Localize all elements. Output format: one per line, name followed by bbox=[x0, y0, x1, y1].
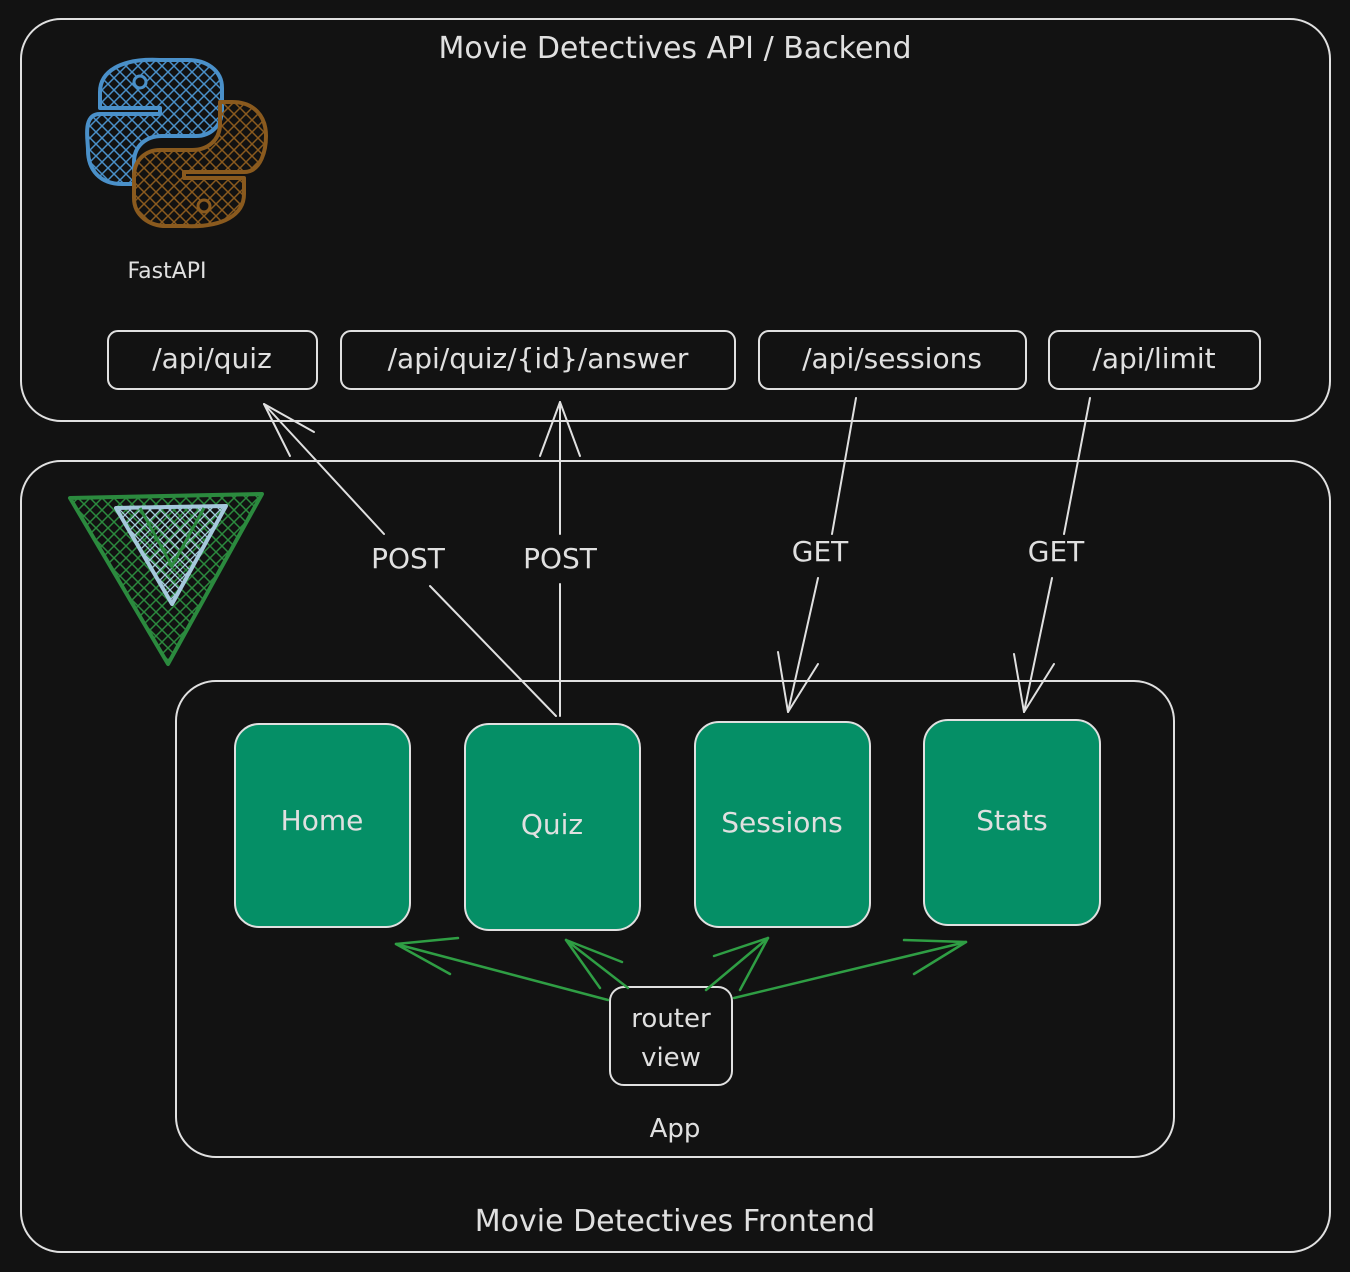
method-label-post-answer: POST bbox=[523, 542, 598, 575]
arrow-api-sessions-to-sessions bbox=[777, 397, 857, 713]
view-stats: Stats bbox=[923, 719, 1101, 926]
router-arrow-stats bbox=[732, 938, 968, 1000]
app-container: App bbox=[175, 680, 1175, 1158]
api-arrows bbox=[263, 397, 1091, 717]
view-sessions: Sessions bbox=[694, 721, 871, 928]
view-label: Home bbox=[281, 804, 364, 837]
view-quiz: Quiz bbox=[464, 723, 641, 931]
view-label: Quiz bbox=[521, 808, 583, 841]
router-view: router view bbox=[609, 986, 733, 1086]
python-logo-icon bbox=[85, 57, 268, 229]
router-arrow-sessions bbox=[704, 936, 770, 992]
method-label-get-sessions: GET bbox=[792, 535, 849, 568]
endpoint-api-quiz-answer: /api/quiz/{id}/answer bbox=[340, 330, 736, 390]
endpoint-api-limit: /api/limit bbox=[1048, 330, 1261, 390]
arrow-quiz-to-api-quiz-answer bbox=[539, 401, 581, 717]
frontend-container: Movie Detectives Frontend bbox=[20, 460, 1331, 1253]
method-label-post-quiz: POST bbox=[371, 542, 446, 575]
view-label: Stats bbox=[976, 804, 1047, 837]
view-home: Home bbox=[234, 723, 411, 928]
arrow-quiz-to-api-quiz bbox=[263, 403, 557, 717]
router-view-line2: view bbox=[641, 1043, 701, 1073]
fastapi-label: FastAPI bbox=[127, 259, 206, 284]
endpoint-label: /api/sessions bbox=[802, 342, 982, 375]
endpoint-api-sessions: /api/sessions bbox=[758, 330, 1027, 390]
method-label-get-limit: GET bbox=[1028, 535, 1085, 568]
endpoint-label: /api/quiz/{id}/answer bbox=[388, 342, 689, 375]
backend-title: Movie Detectives API / Backend bbox=[439, 31, 912, 66]
backend-container: Movie Detectives API / Backend bbox=[20, 18, 1331, 422]
endpoint-label: /api/quiz bbox=[152, 342, 272, 375]
vue-logo-icon bbox=[68, 492, 264, 666]
router-arrow-home bbox=[394, 936, 610, 1002]
router-view-line1: router bbox=[631, 1004, 711, 1034]
arrow-api-limit-to-stats bbox=[1013, 397, 1091, 713]
frontend-title: Movie Detectives Frontend bbox=[475, 1204, 875, 1239]
router-arrow-quiz bbox=[564, 938, 630, 990]
endpoint-label: /api/limit bbox=[1092, 342, 1215, 375]
router-arrows bbox=[394, 936, 968, 1002]
app-label: App bbox=[650, 1114, 701, 1144]
view-label: Sessions bbox=[721, 806, 842, 839]
endpoint-api-quiz: /api/quiz bbox=[107, 330, 318, 390]
